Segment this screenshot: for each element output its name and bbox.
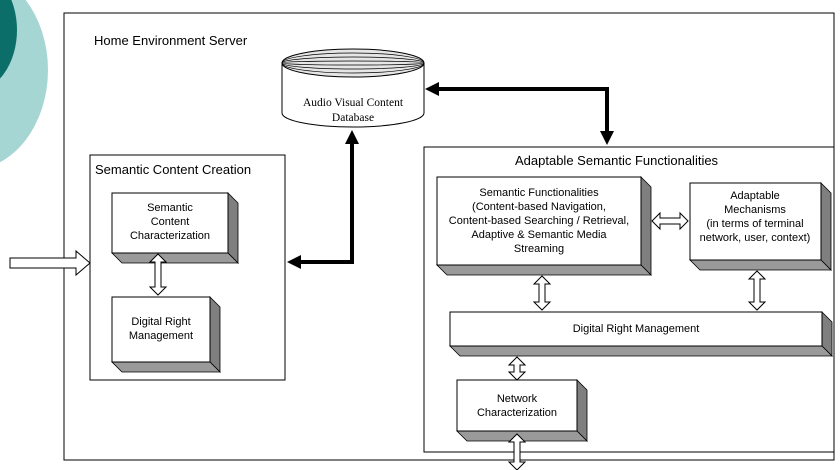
database-label-line2: Database (332, 112, 374, 124)
decorative-circles (0, 0, 48, 163)
characterization-label-1: Semantic (147, 202, 193, 214)
double-arrow-functionalities-mechanisms (651, 211, 689, 231)
characterization-label-2: Content (151, 216, 190, 228)
adaptable-drm-bar: Digital Right Management (449, 311, 833, 357)
network-label-2: Characterization (477, 407, 557, 419)
bold-arrowhead-up (345, 130, 359, 144)
bold-arrow-database-creation (296, 140, 354, 264)
mechanisms-label-1: Adaptable (730, 190, 780, 202)
double-arrow-network-outside (507, 433, 527, 470)
semantic-functionalities-box: Semantic Functionalities (Content-based … (436, 176, 652, 276)
database-cylinder: Audio Visual Content Database (281, 48, 425, 128)
bold-arrowhead-left (287, 255, 301, 269)
double-arrow-functionalities-drm (532, 275, 552, 311)
creation-drm-box: Digital Right Management (111, 296, 221, 373)
input-arrow (9, 249, 91, 277)
decor-dark-circle (0, 0, 17, 79)
functionalities-label-3: Content-based Searching / Retrieval, (449, 215, 629, 227)
adaptable-semantic-functionalities-frame (423, 146, 835, 453)
bold-arrow-database-adaptable (435, 87, 609, 134)
adaptable-drm-label: Digital Right Management (573, 323, 700, 335)
semantic-content-creation-frame (89, 154, 286, 381)
creation-drm-label-1: Digital Right (131, 316, 190, 328)
network-label-1: Network (497, 393, 538, 405)
double-arrow-drm-network (507, 356, 527, 381)
adaptable-semantic-functionalities-title: Adaptable Semantic Functionalities (515, 153, 719, 168)
functionalities-label-1: Semantic Functionalities (479, 187, 599, 199)
adaptable-mechanisms-box: Adaptable Mechanisms (in terms of termin… (689, 182, 832, 271)
characterization-label-3: Characterization (130, 230, 210, 242)
server-title: Home Environment Server (94, 33, 248, 48)
network-characterization-box: Network Characterization (456, 379, 588, 442)
database-label-line1: Audio Visual Content (303, 97, 404, 109)
functionalities-label-2: (Content-based Navigation, (472, 201, 606, 213)
double-arrow-mechanisms-drm (747, 270, 767, 311)
double-arrow-characterization-drm (148, 253, 168, 296)
mechanisms-label-2: Mechanisms (724, 204, 786, 216)
bold-arrowhead-database (425, 82, 439, 96)
functionalities-label-5: Streaming (514, 243, 564, 255)
creation-drm-label-2: Management (129, 330, 193, 342)
semantic-content-creation-title: Semantic Content Creation (95, 162, 251, 177)
semantic-content-characterization-box: Semantic Content Characterization (111, 192, 239, 264)
bold-arrowhead-down (600, 131, 614, 145)
mechanisms-label-4: network, user, context) (700, 232, 811, 244)
functionalities-label-4: Adaptive & Semantic Media (471, 229, 607, 241)
mechanisms-label-3: (in terms of terminal (706, 218, 803, 230)
